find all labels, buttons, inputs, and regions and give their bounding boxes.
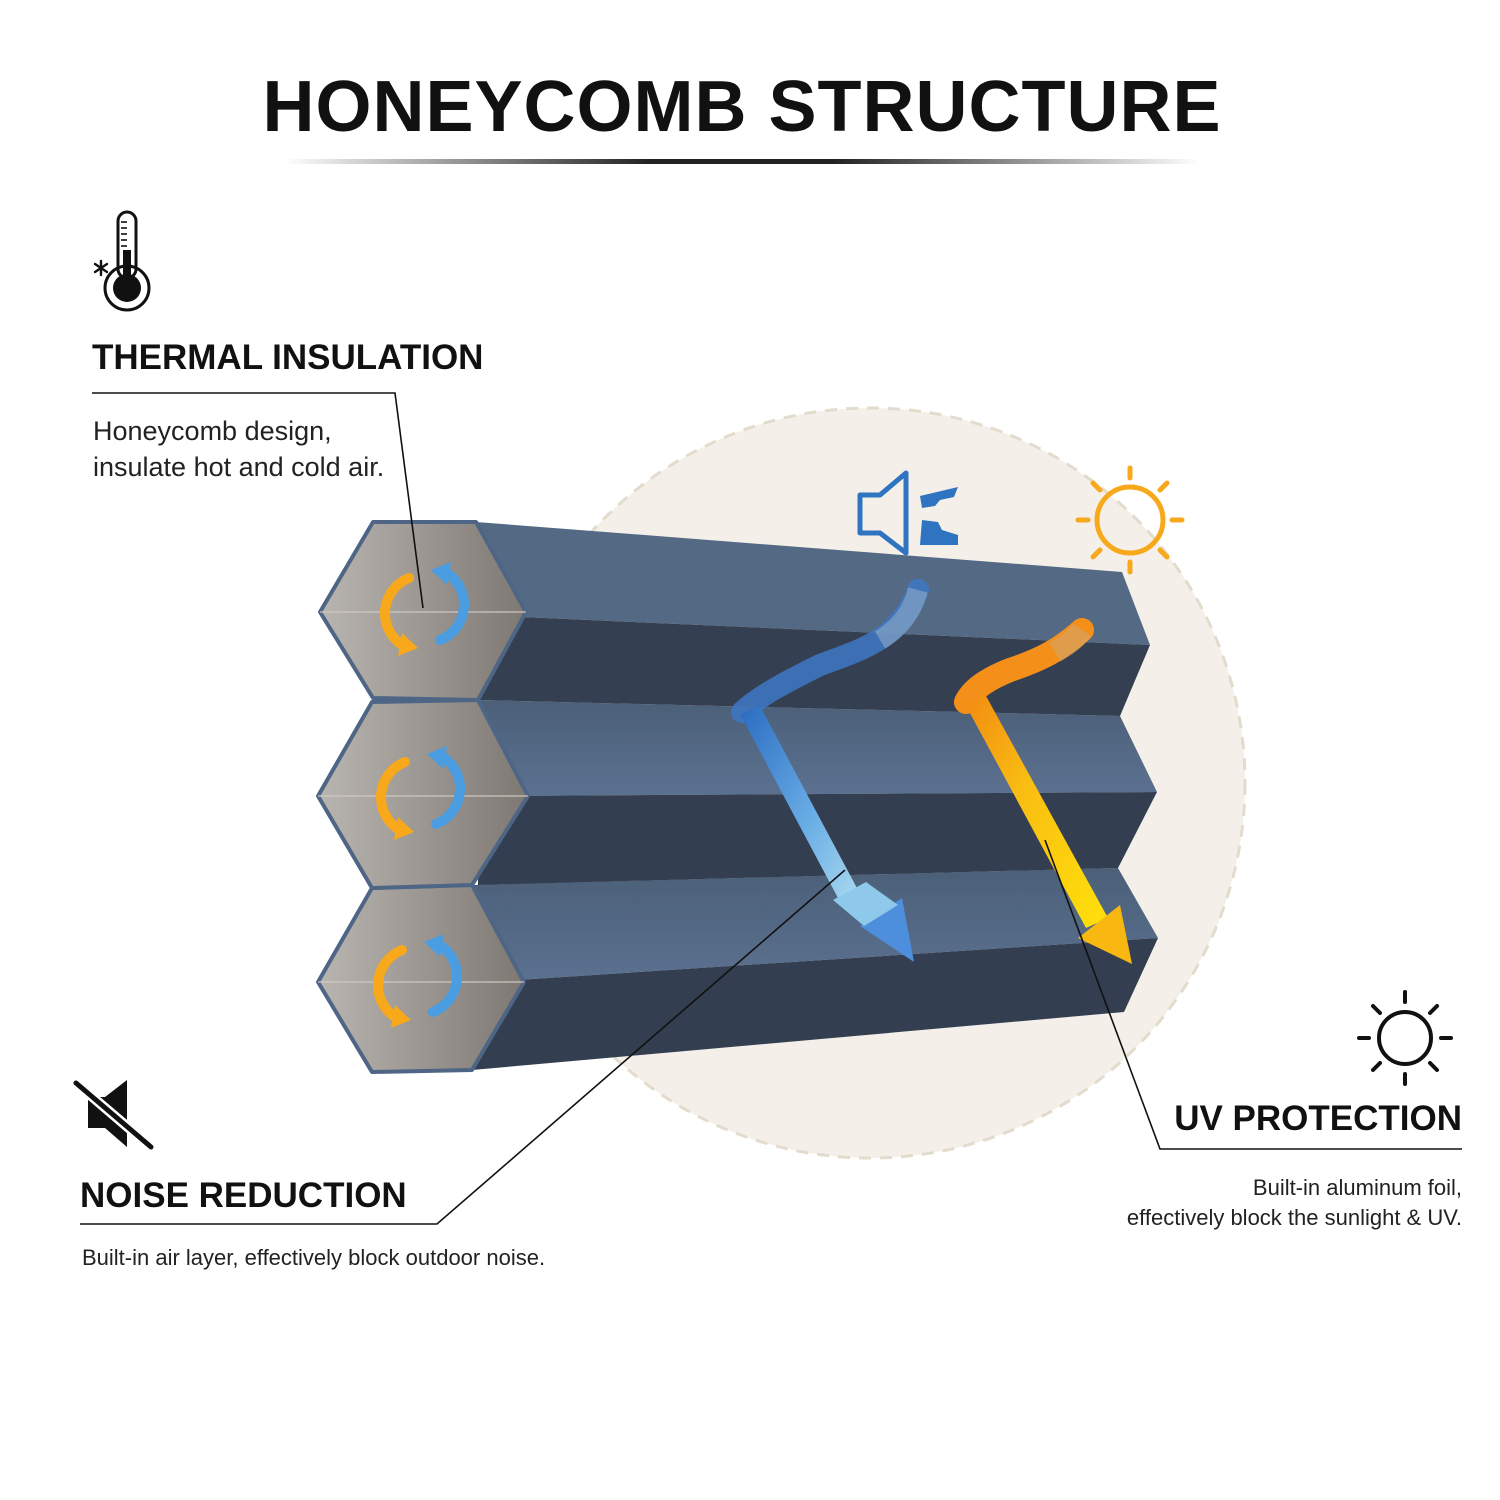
title-underline bbox=[284, 159, 1200, 164]
uv-leader-line bbox=[1044, 839, 1462, 1150]
noise-description: Built-in air layer, effectively block ou… bbox=[82, 1245, 546, 1270]
honeycomb-cell-1 bbox=[318, 520, 1150, 716]
sound-wave-icon bbox=[857, 470, 958, 556]
uv-description: Built-in aluminum foil, effectively bloc… bbox=[1126, 1175, 1462, 1230]
sun-icon bbox=[1075, 465, 1185, 575]
thermal-leader-line bbox=[92, 392, 424, 609]
uv-heading: UV PROTECTION bbox=[1174, 1099, 1462, 1138]
uv-arrow bbox=[954, 618, 1132, 964]
page-title: HONEYCOMB STRUCTURE bbox=[262, 67, 1222, 147]
thermal-description: Honeycomb design, insulate hot and cold … bbox=[93, 416, 385, 482]
noise-arrow bbox=[731, 579, 929, 962]
honeycomb-cell-3 bbox=[316, 868, 1158, 1074]
muted-speaker-icon bbox=[71, 1078, 156, 1152]
thermal-heading: THERMAL INSULATION bbox=[92, 338, 484, 377]
noise-heading: NOISE REDUCTION bbox=[80, 1176, 407, 1215]
air-circulation-icon bbox=[376, 746, 465, 840]
air-circulation-icon bbox=[380, 562, 469, 656]
thermometer-icon bbox=[93, 210, 151, 312]
noise-leader-line bbox=[80, 869, 846, 1225]
sun-outline-icon bbox=[1357, 990, 1453, 1086]
air-circulation-icon bbox=[373, 934, 462, 1028]
